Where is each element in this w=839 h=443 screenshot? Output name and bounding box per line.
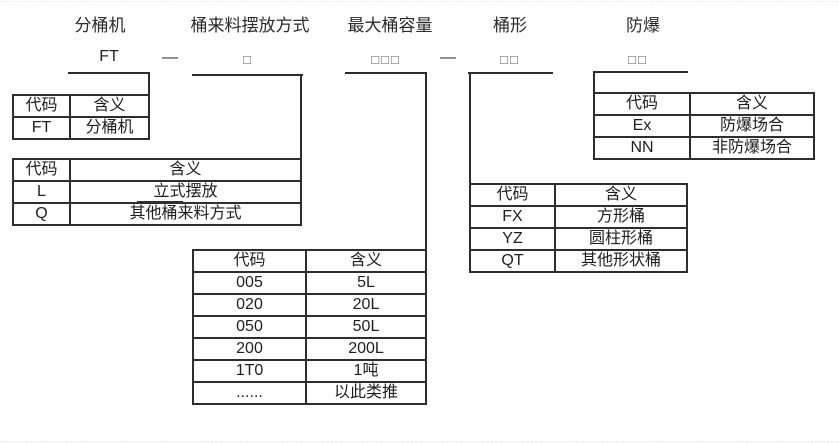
- code-separator-1: —: [162, 49, 178, 66]
- table-row: ...... 以此类推: [192, 381, 427, 405]
- explosion-code-table: 代码 含义 Ex 防爆场合 NN 非防爆场合: [593, 92, 815, 160]
- section-title-explosion: 防爆: [626, 16, 660, 35]
- header-cell-code: 代码: [593, 92, 691, 116]
- meaning-cell: 非防爆场合: [689, 136, 815, 160]
- code-cell: 050: [192, 315, 307, 339]
- code-cell: 1T0: [192, 359, 307, 383]
- code-cell: ......: [192, 381, 307, 405]
- shape-code-table: 代码 含义 FX 方形桶 YZ 圆柱形桶 QT 其他形状桶: [469, 183, 688, 273]
- table-header-row: 代码 含义: [192, 249, 427, 273]
- header-cell-meaning: 含义: [69, 158, 302, 182]
- code-cell: FX: [469, 205, 556, 229]
- connector-prefix: [148, 72, 150, 96]
- connector-placement: [300, 74, 302, 160]
- meaning-cell: 5L: [305, 271, 427, 295]
- header-cell-meaning: 含义: [689, 92, 815, 116]
- table-row: 005 5L: [192, 271, 427, 295]
- underline-capacity: [345, 72, 427, 74]
- meaning-cell: 圆柱形桶: [554, 227, 688, 251]
- code-cell: QT: [469, 249, 556, 273]
- meaning-cell: 分桶机: [69, 116, 150, 140]
- meaning-cell: 50L: [305, 315, 427, 339]
- page-edge-dashes-bottom: [0, 441, 839, 442]
- header-cell-code: 代码: [12, 94, 71, 118]
- table-row: FT 分桶机: [12, 116, 150, 140]
- section-title-placement: 桶来料摆放方式: [190, 16, 310, 35]
- meaning-cell: 方形桶: [554, 205, 688, 229]
- connector-shape: [469, 72, 471, 185]
- code-prefix: FT: [99, 48, 119, 65]
- code-cell: FT: [12, 116, 71, 140]
- header-cell-code: 代码: [469, 183, 556, 207]
- code-cell: 020: [192, 293, 307, 317]
- capacity-placeholder-boxes: □□□: [371, 52, 401, 67]
- table-row: 020 20L: [192, 293, 427, 317]
- meaning-cell: 防爆场合: [689, 114, 815, 138]
- code-cell: NN: [593, 136, 691, 160]
- connector-explosion: [593, 71, 595, 94]
- table-row: QT 其他形状桶: [469, 249, 688, 273]
- code-cell: Q: [12, 202, 71, 226]
- meaning-cell: 200L: [305, 337, 427, 361]
- ft-code-table: 代码 含义 FT 分桶机: [12, 94, 150, 140]
- table-row: YZ 圆柱形桶: [469, 227, 688, 251]
- table-row: 050 50L: [192, 315, 427, 339]
- code-cell: YZ: [469, 227, 556, 251]
- shape-placeholder-boxes: □□: [500, 52, 520, 67]
- meaning-cell: 立式摆放: [69, 180, 302, 204]
- underline-placement: [192, 74, 303, 76]
- code-cell: L: [12, 180, 71, 204]
- code-cell: 005: [192, 271, 307, 295]
- table-header-row: 代码 含义: [12, 158, 302, 182]
- table-row: Q 其他桶来料方式: [12, 202, 302, 226]
- table-header-row: 代码 含义: [593, 92, 815, 116]
- section-title-machine: 分桶机: [74, 16, 126, 35]
- header-cell-meaning: 含义: [305, 249, 427, 273]
- table-header-row: 代码 含义: [12, 94, 150, 118]
- placement-placeholder-boxes: □: [243, 52, 253, 67]
- underline-explosion: [593, 71, 688, 73]
- table-row: 1T0 1吨: [192, 359, 427, 383]
- meaning-cell: 其他形状桶: [554, 249, 688, 273]
- section-title-shape: 桶形: [493, 16, 527, 35]
- code-separator-2: —: [440, 49, 456, 66]
- section-title-capacity: 最大桶容量: [347, 16, 433, 35]
- table-row: 200 200L: [192, 337, 427, 361]
- meaning-cell: 20L: [305, 293, 427, 317]
- table-row: NN 非防爆场合: [593, 136, 815, 160]
- placement-code-table: 代码 含义 L 立式摆放 Q 其他桶来料方式: [12, 158, 302, 226]
- table-row: L 立式摆放: [12, 180, 302, 204]
- page-edge-dashes-top: [0, 1, 839, 2]
- connector-capacity: [425, 72, 427, 251]
- header-cell-meaning: 含义: [69, 94, 150, 118]
- capacity-code-table: 代码 含义 005 5L 020 20L 050 50L 200 200L 1T…: [192, 249, 427, 405]
- header-cell-code: 代码: [192, 249, 307, 273]
- header-cell-meaning: 含义: [554, 183, 688, 207]
- table-header-row: 代码 含义: [469, 183, 688, 207]
- meaning-cell: 以此类推: [305, 381, 427, 405]
- code-cell: Ex: [593, 114, 691, 138]
- underline-prefix: [68, 72, 150, 74]
- table-row: FX 方形桶: [469, 205, 688, 229]
- meaning-cell: 1吨: [305, 359, 427, 383]
- table-row: Ex 防爆场合: [593, 114, 815, 138]
- underline-mark-vertical-placement: [137, 201, 183, 203]
- code-cell: 200: [192, 337, 307, 361]
- underline-shape: [468, 72, 553, 74]
- meaning-cell: 其他桶来料方式: [69, 202, 302, 226]
- header-cell-code: 代码: [12, 158, 71, 182]
- explosion-placeholder-boxes: □□: [628, 52, 648, 67]
